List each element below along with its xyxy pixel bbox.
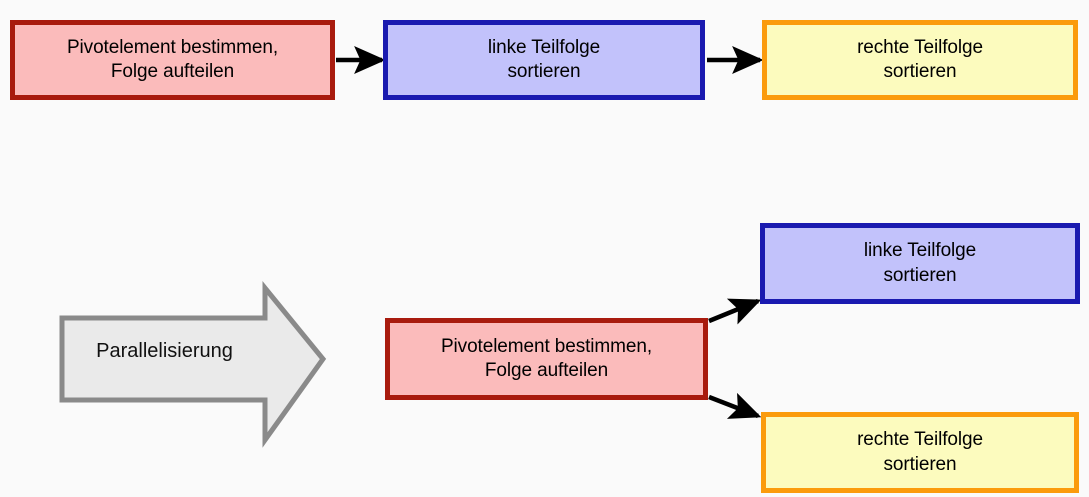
node-right-teilfolge-bottom[interactable]: rechte Teilfolge sortieren: [761, 412, 1079, 493]
connector-pivot-to-right-bottom: [708, 392, 762, 419]
node-right-teilfolge-top[interactable]: rechte Teilfolge sortieren: [762, 20, 1078, 100]
node-pivot-bottom[interactable]: Pivotelement bestimmen, Folge aufteilen: [385, 318, 708, 400]
node-pivot-top[interactable]: Pivotelement bestimmen, Folge aufteilen: [10, 20, 335, 100]
connector-pivot-to-left-bottom: [708, 298, 762, 325]
node-left-teilfolge-bottom[interactable]: linke Teilfolge sortieren: [760, 223, 1080, 304]
parallelisierung-block-arrow: [59, 280, 327, 448]
parallelisierung-label: Parallelisierung: [96, 340, 233, 362]
node-left-teilfolge-top[interactable]: linke Teilfolge sortieren: [383, 20, 705, 100]
